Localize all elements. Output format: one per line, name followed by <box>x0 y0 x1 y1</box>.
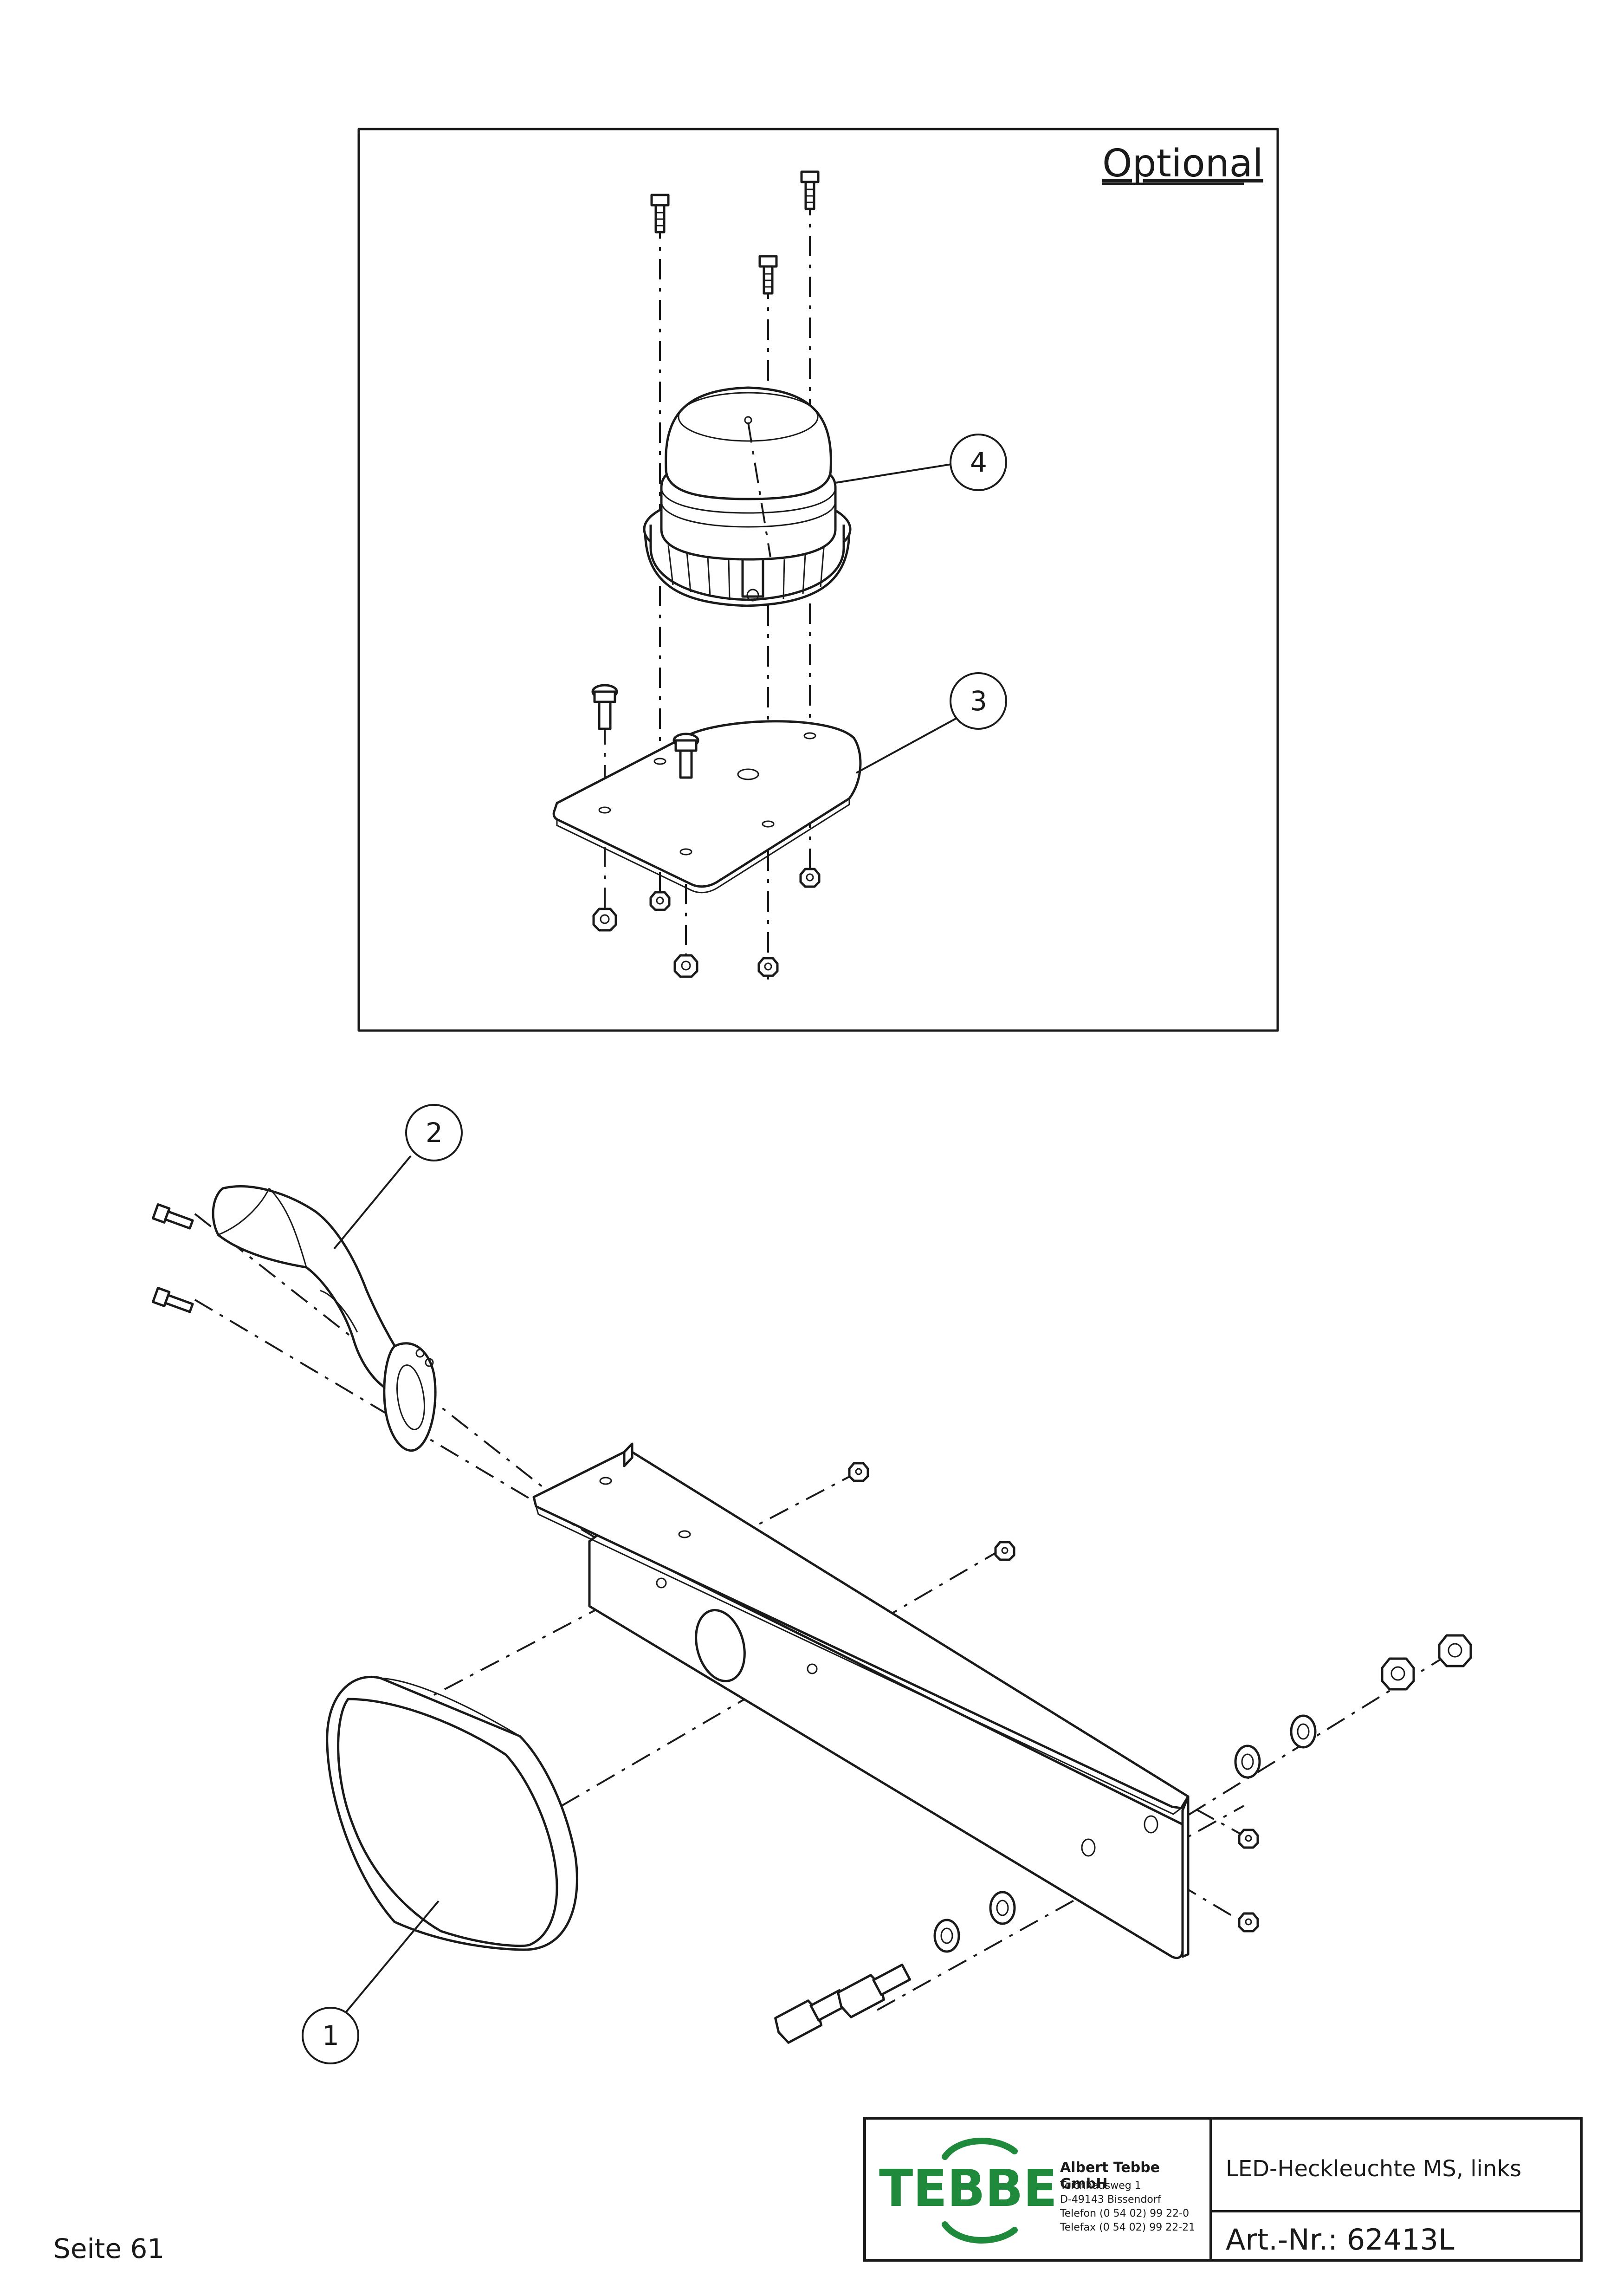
address-fax: Telefax (0 54 02) 99 22-21 <box>1060 2222 1196 2233</box>
leader-4 <box>835 463 952 484</box>
title-block-product-cell: LED-Heckleuchte MS, links <box>1212 2120 1580 2212</box>
title-block: TEBBE Albert Tebbe GmbH Teichhausweg 1 D… <box>863 2117 1583 2262</box>
product-title: LED-Heckleuchte MS, links <box>1226 2156 1522 2182</box>
page-number: Seite 61 <box>53 2233 165 2264</box>
logo-text: TEBBE <box>879 2159 1057 2218</box>
callout-1-circle <box>302 2007 359 2064</box>
mounting-plate <box>552 720 862 894</box>
leader-3 <box>856 716 959 774</box>
company-name: Albert Tebbe GmbH <box>1060 2160 1160 2192</box>
plate-screws <box>591 684 699 779</box>
right-hardware <box>1234 1634 1472 1779</box>
marker-screws <box>151 1203 194 1313</box>
callout-1-label: 1 <box>322 2020 339 2051</box>
address-phone: Telefon (0 54 02) 99 22-0 <box>1060 2208 1190 2219</box>
callout-4-circle <box>950 434 1007 491</box>
marker-light-arm <box>212 1185 437 1452</box>
tebbe-logo: TEBBE <box>879 2138 1057 2244</box>
address-city: D-49143 Bissendorf <box>1060 2194 1161 2205</box>
callout-4-label: 4 <box>970 447 987 478</box>
led-tail-light <box>326 1675 578 1951</box>
address-street: Teichhausweg 1 <box>1060 2180 1141 2192</box>
callout-2-label: 2 <box>426 1117 443 1148</box>
plate-nuts <box>592 868 821 978</box>
bottom-hardware <box>774 1891 1016 2044</box>
mounting-bracket <box>532 1442 1190 1959</box>
beacon-light <box>643 386 852 607</box>
title-block-company-cell: TEBBE Albert Tebbe GmbH Teichhausweg 1 D… <box>866 2120 1212 2259</box>
callout-3-circle <box>950 672 1007 730</box>
callout-3-label: 3 <box>970 685 987 717</box>
article-number: Art.-Nr.: 62413L <box>1226 2223 1455 2257</box>
top-screws <box>650 170 820 295</box>
bracket-nuts <box>848 1462 1259 1933</box>
callout-2-circle <box>405 1104 463 1161</box>
leader-2 <box>333 1155 412 1250</box>
title-block-article-cell: Art.-Nr.: 62413L <box>1212 2212 1580 2259</box>
leader-1 <box>345 1900 440 2013</box>
optional-label: Optional <box>1102 142 1263 186</box>
optional-frame <box>357 128 1279 1032</box>
